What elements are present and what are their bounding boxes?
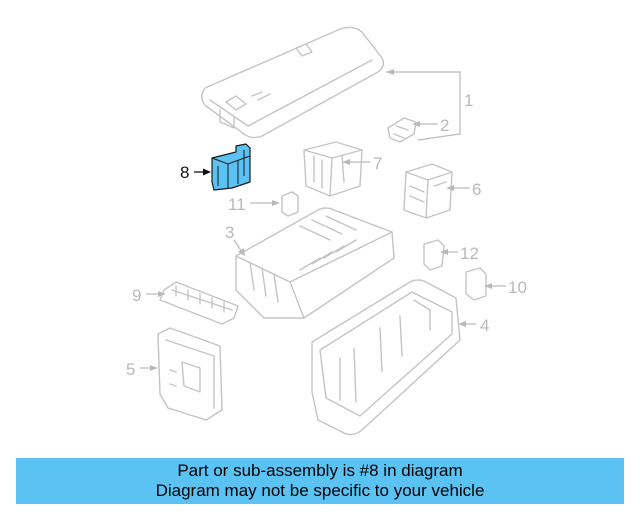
part-1-fuse-box-cover <box>201 26 385 139</box>
part-9-fuse-strip <box>159 281 239 325</box>
part-5-bracket <box>157 327 223 421</box>
part-3-fuse-box <box>235 207 395 319</box>
part-12-fuse <box>423 239 445 271</box>
part-11-fuse <box>281 191 299 217</box>
part-10-fuse <box>465 267 487 301</box>
callout-1: 1 <box>464 91 474 110</box>
callout-9: 9 <box>132 286 142 305</box>
callout-12: 12 <box>460 244 479 263</box>
callout-6: 6 <box>472 180 482 199</box>
info-banner: Part or sub-assembly is #8 in diagram Di… <box>16 458 624 504</box>
callout-7: 7 <box>373 154 383 173</box>
callout-5: 5 <box>126 360 136 379</box>
callout-11: 11 <box>228 195 246 214</box>
part-8-bracket-highlighted <box>211 143 251 191</box>
part-6-relay-block <box>403 163 453 219</box>
part-2-clip <box>387 117 417 143</box>
callout-2: 2 <box>440 116 450 135</box>
callout-8: 8 <box>180 163 190 182</box>
banner-line-2: Diagram may not be specific to your vehi… <box>155 481 485 500</box>
leader-line-8 <box>194 168 211 176</box>
part-7-relay-holder <box>303 141 363 197</box>
callout-4: 4 <box>480 316 490 335</box>
callout-3: 3 <box>225 223 235 242</box>
leader-lines <box>140 69 506 371</box>
banner-line-1: Part or sub-assembly is #8 in diagram <box>177 461 463 480</box>
callout-10: 10 <box>508 278 527 297</box>
part-4-lower-tray <box>311 279 461 436</box>
